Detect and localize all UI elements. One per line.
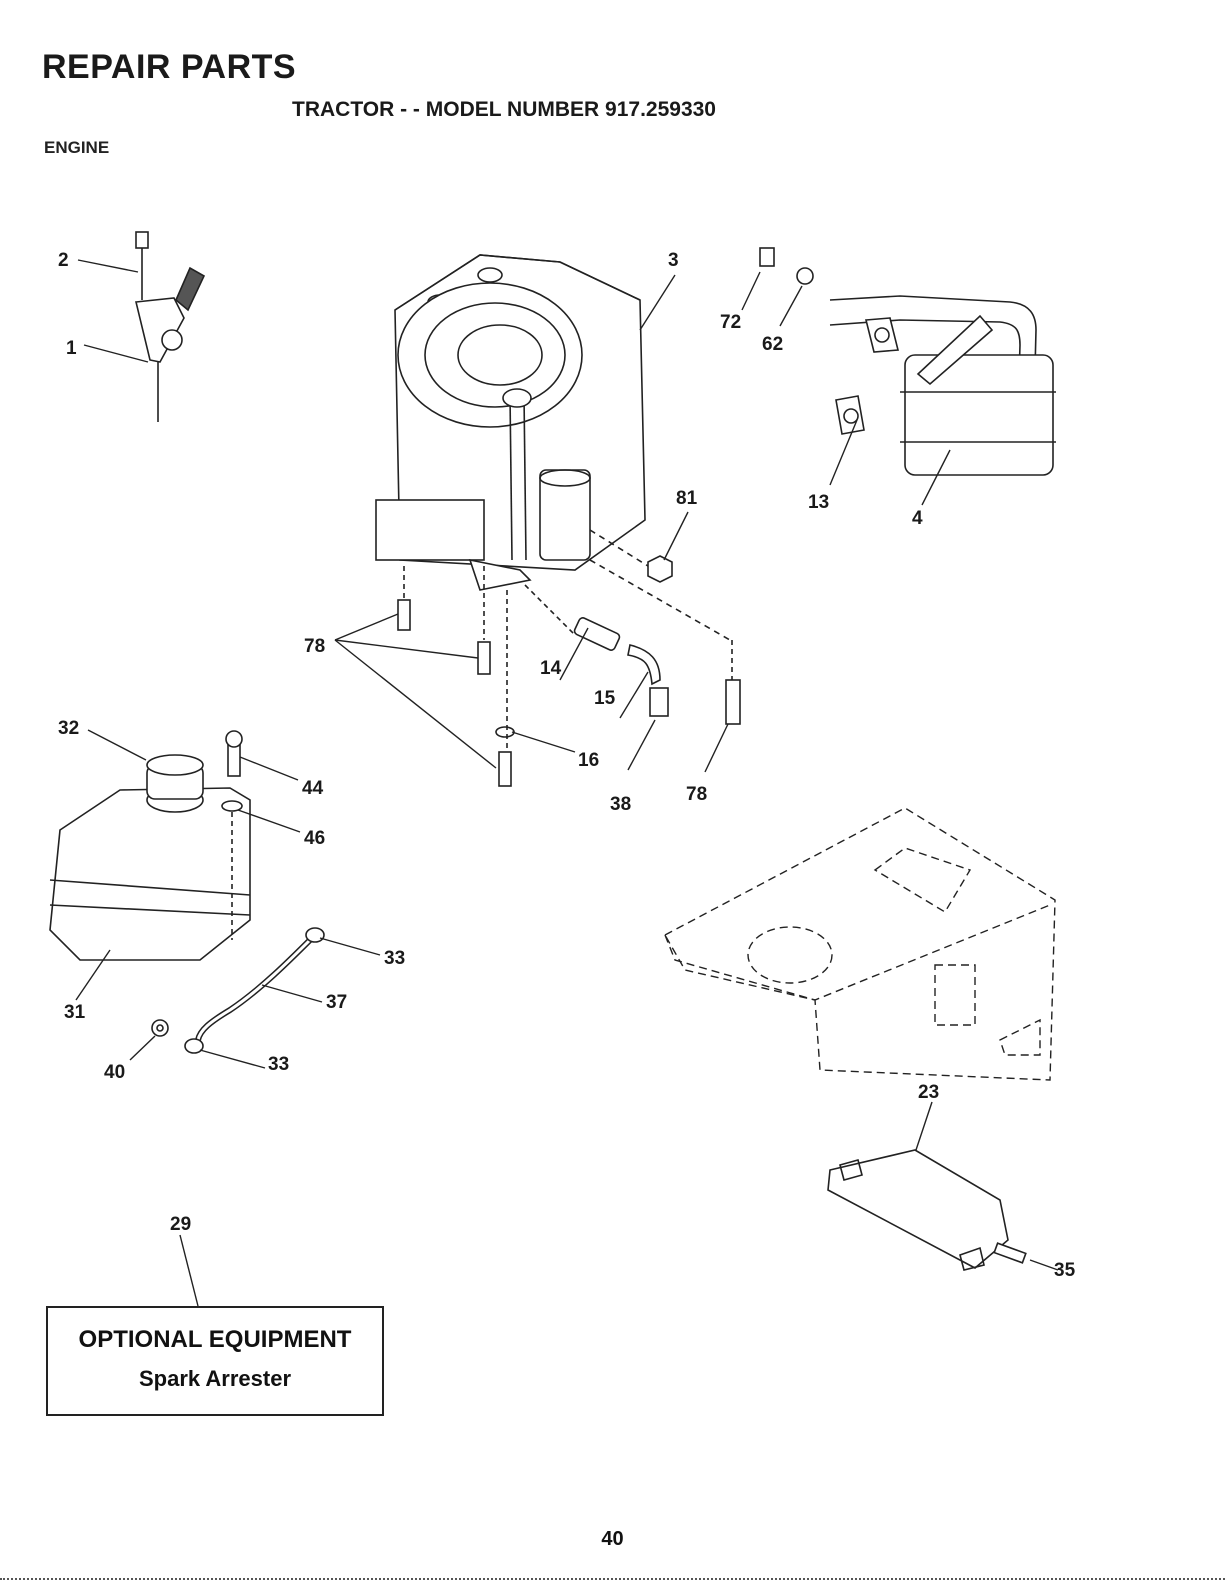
callout-2: 2 xyxy=(58,250,69,271)
callout-16: 16 xyxy=(578,750,599,771)
callout-35: 35 xyxy=(1054,1260,1076,1281)
engine-bracket-drawing xyxy=(828,1150,1026,1270)
callout-33-top: 33 xyxy=(384,948,405,969)
callout-78-cluster: 78 xyxy=(304,636,325,657)
callout-62: 62 xyxy=(762,334,783,355)
callout-32: 32 xyxy=(58,718,79,739)
optional-equipment-box: OPTIONAL EQUIPMENT Spark Arrester xyxy=(46,1306,384,1416)
callout-14: 14 xyxy=(540,658,562,679)
page-number: 40 xyxy=(0,1528,1225,1551)
callout-13: 13 xyxy=(808,492,829,513)
callout-33-bottom: 33 xyxy=(268,1054,289,1075)
callout-31: 31 xyxy=(64,1002,86,1023)
callout-40: 40 xyxy=(104,1062,125,1083)
callout-23: 23 xyxy=(918,1082,939,1103)
callout-38: 38 xyxy=(610,794,631,815)
callout-72: 72 xyxy=(720,312,741,333)
callout-1: 1 xyxy=(66,338,77,359)
callout-37: 37 xyxy=(326,992,347,1013)
callout-29: 29 xyxy=(170,1214,191,1235)
callout-46: 46 xyxy=(304,828,325,849)
callout-44: 44 xyxy=(302,778,324,799)
engine-drawing xyxy=(376,255,645,590)
optional-equipment-item: Spark Arrester xyxy=(48,1366,382,1392)
callout-3: 3 xyxy=(668,250,679,271)
muffler-drawing xyxy=(760,248,1056,475)
throttle-control-drawing xyxy=(136,232,204,422)
optional-equipment-title: OPTIONAL EQUIPMENT xyxy=(48,1326,382,1354)
callout-78: 78 xyxy=(686,784,707,805)
callout-4: 4 xyxy=(912,508,923,529)
footer-divider xyxy=(0,1578,1225,1580)
callout-81: 81 xyxy=(676,488,698,509)
fuel-tank-drawing xyxy=(50,731,250,1036)
chassis-frame-drawing xyxy=(665,808,1055,1080)
callout-15: 15 xyxy=(594,688,616,709)
